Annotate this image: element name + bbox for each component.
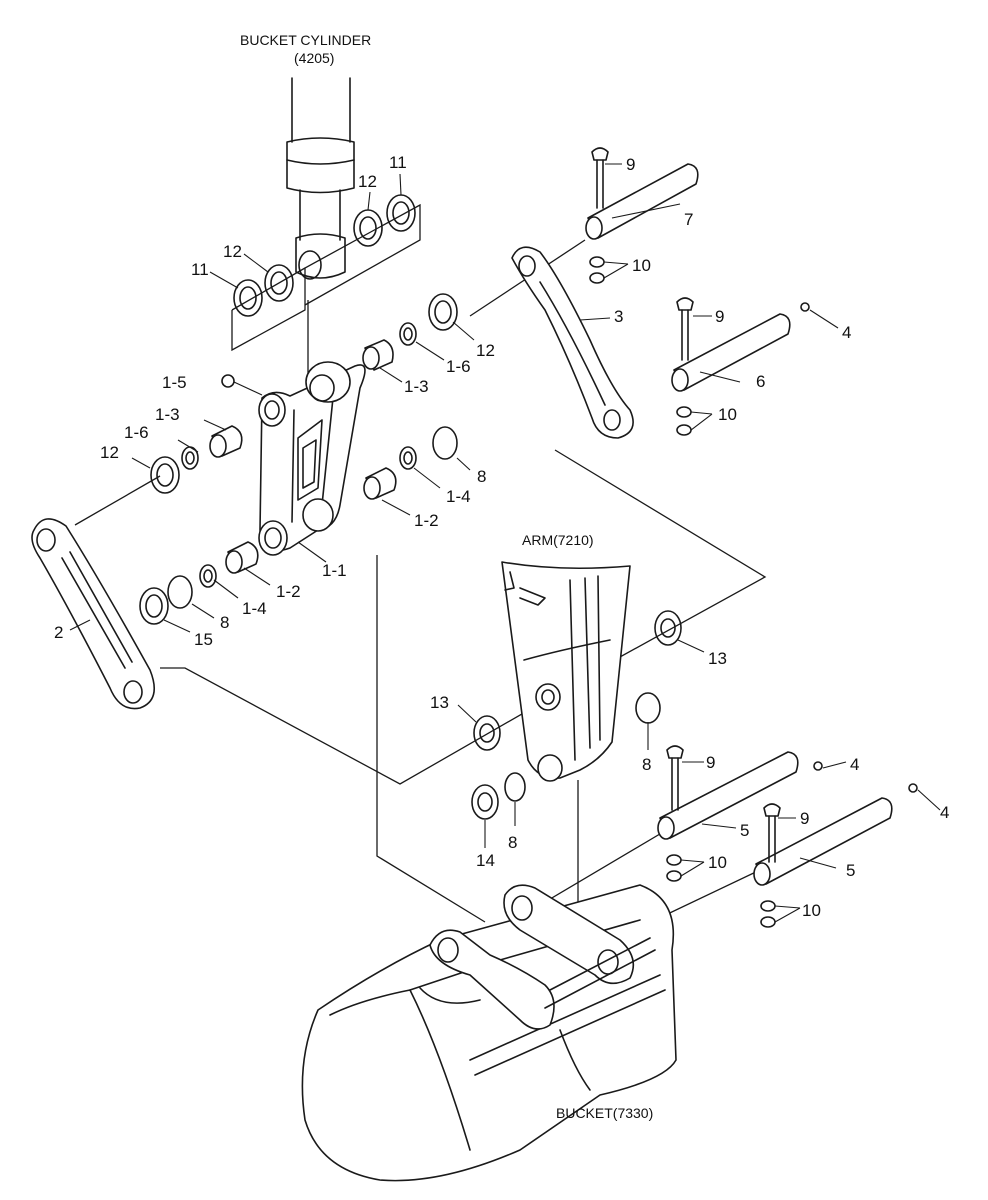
callout-4: 4 [850,755,859,774]
callout-4: 4 [842,323,851,342]
arm-label: ARM(7210) [522,532,594,548]
link-1-1 [221,361,366,556]
callout-12: 12 [100,443,119,462]
callout-8: 8 [508,833,517,852]
callout-10: 10 [802,901,821,920]
callout-5: 5 [846,861,855,880]
callout-10: 10 [718,405,737,424]
callout-1-2: 1-2 [414,511,439,530]
bucket-7330 [301,884,677,1182]
callout-14: 14 [476,851,495,870]
callout-10: 10 [632,256,651,275]
callout-9: 9 [626,155,635,174]
callout-9: 9 [706,753,715,772]
callout-2: 2 [54,623,63,642]
callout-9: 9 [715,307,724,326]
bucket-cylinder-ref-label: (4205) [294,50,334,66]
callout-8: 8 [477,467,486,486]
callout-11: 11 [389,153,407,172]
callout-1-4: 1-4 [242,599,267,618]
callout-1-6: 1-6 [124,423,149,442]
leader-lines [69,163,941,923]
callout-8: 8 [220,613,229,632]
assembly-lines [74,203,767,985]
callout-12: 12 [358,172,377,191]
section-labels: BUCKET CYLINDER (4205) ARM(7210) BUCKET(… [240,32,653,1121]
bolts-9 [591,147,781,863]
bushings [167,322,458,609]
callout-15: 15 [194,630,213,649]
callout-3: 3 [614,307,623,326]
callout-1-5: 1-5 [162,373,187,392]
callout-11: 11 [191,260,209,279]
bucket-cylinder [286,77,355,280]
callout-9: 9 [800,809,809,828]
part-callouts: 11 12 12 11 9 7 10 12 3 9 4 1-6 1-3 1-5 … [54,153,949,920]
callout-8: 8 [642,755,651,774]
callout-1-3: 1-3 [155,405,180,424]
bucket-cylinder-label: BUCKET CYLINDER [240,32,371,48]
callout-5: 5 [740,821,749,840]
callout-4: 4 [940,803,949,822]
callout-1-1: 1-1 [322,561,347,580]
callout-1-4: 1-4 [446,487,471,506]
pins [585,163,893,886]
callout-13: 13 [708,649,727,668]
callout-12: 12 [223,242,242,261]
link-2 [31,518,156,710]
callout-10: 10 [708,853,727,872]
callout-6: 6 [756,372,765,391]
callout-1-2: 1-2 [276,582,301,601]
callout-13: 13 [430,693,449,712]
arm-7210 [501,561,631,782]
bucket-label: BUCKET(7330) [556,1105,653,1121]
callout-1-6: 1-6 [446,357,471,376]
link-3 [511,246,634,439]
callout-12: 12 [476,341,495,360]
callout-1-3: 1-3 [404,377,429,396]
callout-7: 7 [684,210,693,229]
grease-fittings-4 [800,302,918,793]
